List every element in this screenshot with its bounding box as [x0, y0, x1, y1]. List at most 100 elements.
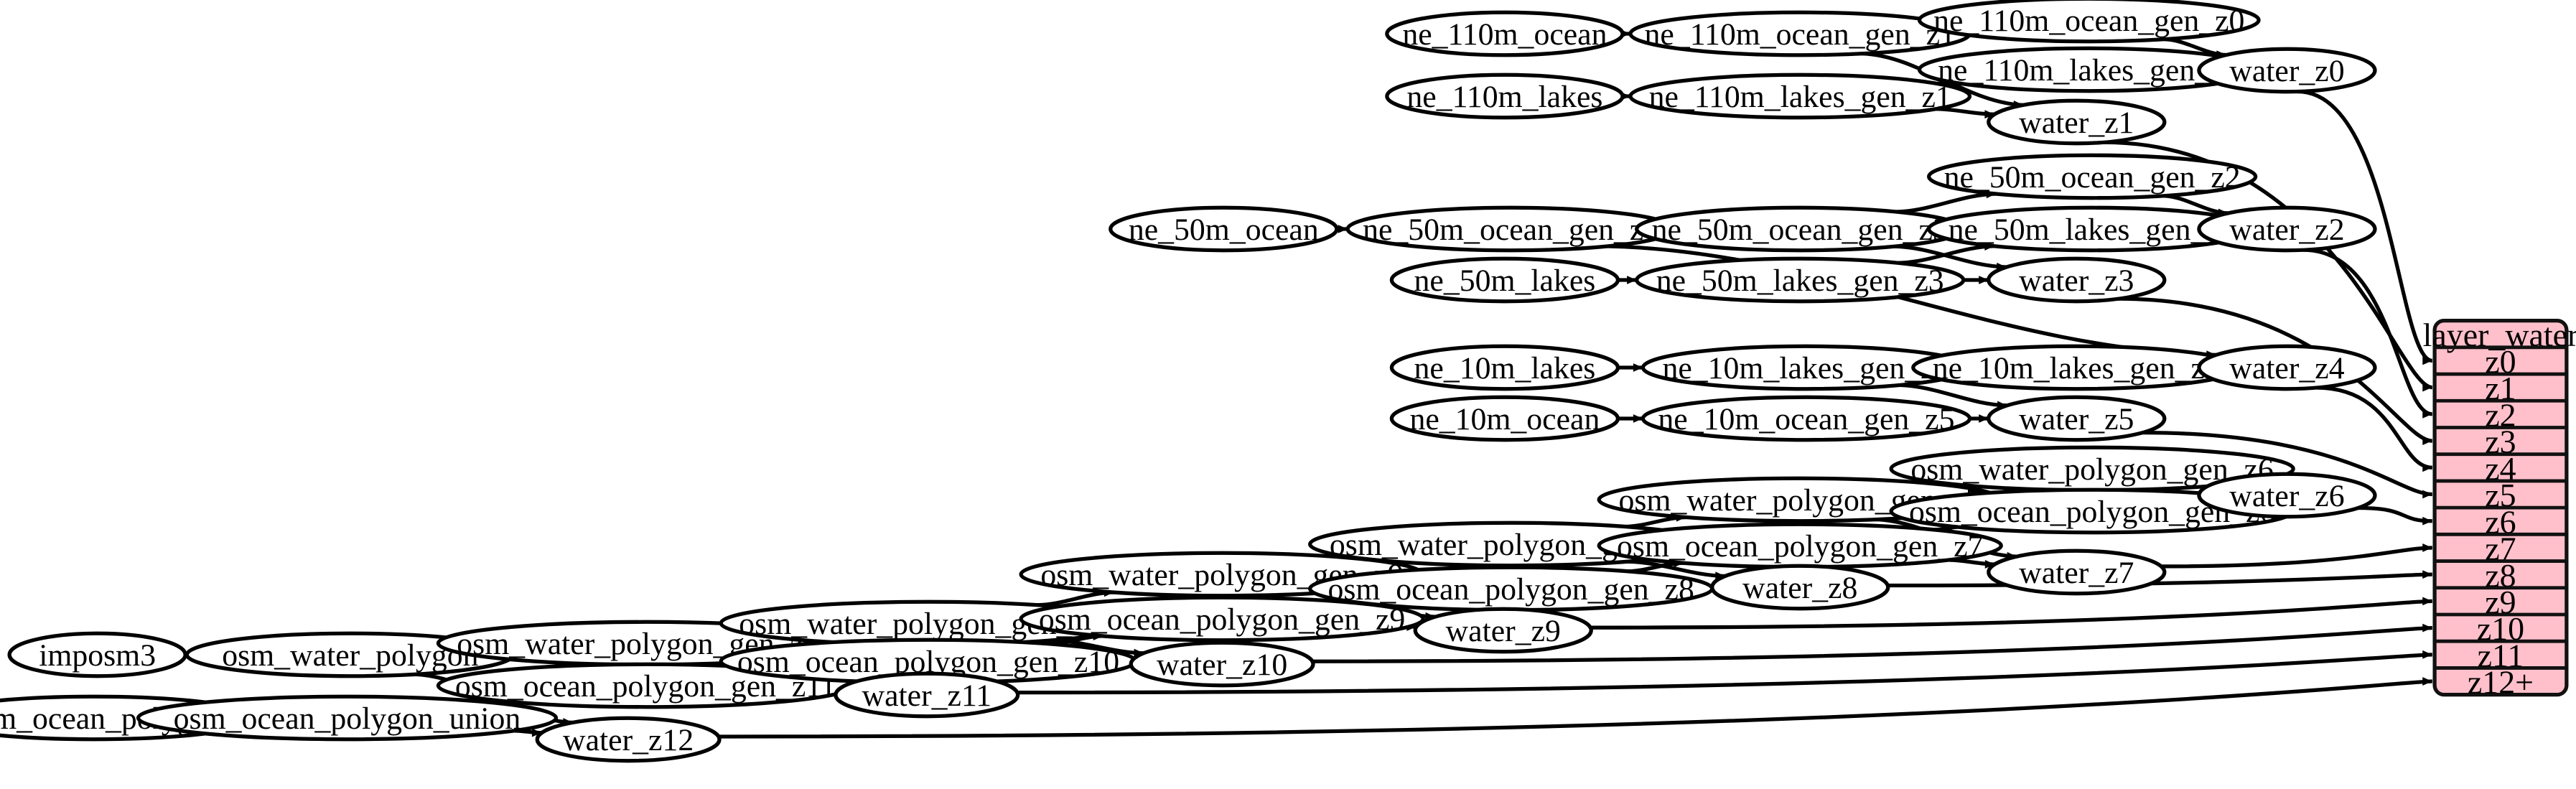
- graph-node-osm_ocean_polygon_gen_z7[interactable]: osm_ocean_polygon_gen_z7: [1597, 522, 2003, 569]
- edge-arrowhead: [1633, 363, 1643, 372]
- record-row-hit[interactable]: [2435, 668, 2567, 694]
- graph-node-ne_10m_lakes[interactable]: ne_10m_lakes: [1389, 344, 1620, 391]
- graph-edge[interactable]: [1618, 363, 1643, 372]
- graph-edge-to-layer[interactable]: [2303, 248, 2433, 419]
- graph-node-water_z5[interactable]: water_z5: [1987, 395, 2167, 442]
- graph-node-ne_50m_ocean_gen_z3[interactable]: ne_50m_ocean_gen_z3: [1635, 205, 1966, 253]
- edge-line: [2303, 248, 2433, 416]
- edge-arrowhead: [2422, 463, 2432, 472]
- record-row-hit[interactable]: [2435, 374, 2567, 401]
- node-shape: [1385, 10, 1625, 57]
- record-row-hit[interactable]: [2435, 508, 2567, 534]
- graph-node-osm_ocean_polygon_union[interactable]: osm_ocean_polygon_union: [136, 694, 559, 742]
- graph-node-water_z12[interactable]: water_z12: [535, 716, 722, 763]
- graph-edge-to-layer[interactable]: [718, 677, 2432, 739]
- edge-line: [2297, 89, 2433, 363]
- graph-node-water_z0[interactable]: water_z0: [2197, 47, 2377, 94]
- graph-edge-to-layer[interactable]: [2297, 89, 2433, 365]
- node-shape: [1389, 395, 1620, 442]
- graph-node-ne_110m_lakes_gen_z1[interactable]: ne_110m_lakes_gen_z1: [1628, 73, 1972, 120]
- graph-edge-to-layer[interactable]: [1590, 597, 2432, 630]
- graph-node-ne_50m_ocean_gen_z4[interactable]: ne_50m_ocean_gen_z4: [1345, 205, 1676, 253]
- graph-edge-to-layer[interactable]: [1017, 650, 2432, 695]
- graph-node-water_z11[interactable]: water_z11: [834, 671, 1020, 719]
- graph-node-water_z7[interactable]: water_z7: [1987, 548, 2167, 596]
- graph-node-water_z10[interactable]: water_z10: [1129, 640, 1315, 688]
- graph-edge[interactable]: [1963, 276, 1989, 284]
- edge-arrowhead: [2422, 516, 2432, 526]
- node-shape: [1389, 344, 1620, 391]
- record-row-hit[interactable]: [2435, 427, 2567, 454]
- edge-arrowhead: [2422, 409, 2432, 419]
- edge-arrowhead: [2422, 677, 2432, 686]
- graph-node-water_z4[interactable]: water_z4: [2197, 344, 2377, 391]
- edge-arrowhead: [2422, 436, 2432, 445]
- edge-line: [2316, 386, 2433, 470]
- edge-line: [1898, 244, 1994, 265]
- graph-node-osm_ocean_polygon_gen_z8[interactable]: osm_ocean_polygon_gen_z8: [1308, 565, 1714, 612]
- edge-line: [1590, 599, 2432, 630]
- graph-edge-to-layer[interactable]: [2104, 140, 2433, 392]
- edge-line: [1312, 625, 2432, 663]
- record-row-hit[interactable]: [2435, 454, 2567, 481]
- edge-line: [2161, 546, 2432, 569]
- graph-edge[interactable]: [1618, 414, 1643, 423]
- edge-line: [2142, 430, 2432, 497]
- graph-edge-to-layer[interactable]: [2316, 386, 2433, 472]
- edge-line: [1896, 192, 1997, 214]
- graph-edge[interactable]: [1618, 276, 1637, 284]
- graph-node-water_z9[interactable]: water_z9: [1413, 607, 1593, 654]
- node-shape: [1345, 205, 1676, 253]
- edge-arrowhead: [2422, 623, 2432, 632]
- record-row-hit[interactable]: [2435, 561, 2567, 588]
- edge-arrowhead: [2422, 570, 2432, 579]
- graph-node-water_z1[interactable]: water_z1: [1987, 98, 2167, 146]
- graph-node-water_z8[interactable]: water_z8: [1710, 564, 1890, 611]
- record-row-hit[interactable]: [2435, 588, 2567, 615]
- node-shape: [535, 716, 722, 763]
- graph-node-ne_110m_ocean[interactable]: ne_110m_ocean: [1385, 10, 1625, 57]
- graph-node-water_z3[interactable]: water_z3: [1987, 256, 2167, 304]
- graph-node-ne_10m_lakes_gen_z4[interactable]: ne_10m_lakes_gen_z4: [1911, 344, 2242, 391]
- record-row-hit[interactable]: [2435, 615, 2567, 641]
- node-shape: [1413, 607, 1593, 654]
- edge-arrowhead: [2422, 356, 2432, 365]
- node-shape: [1308, 565, 1714, 612]
- edge-arrowhead: [1984, 110, 1994, 119]
- node-shape: [1019, 595, 1425, 643]
- node-shape: [1987, 395, 2167, 442]
- graph-edge[interactable]: [1969, 414, 1989, 423]
- nodes-layer: imposm3osm_water_polygonosm_ocean_polygo…: [0, 0, 2377, 763]
- graph-node-ne_10m_ocean[interactable]: ne_10m_ocean: [1389, 395, 1620, 442]
- record-node-layer-water[interactable]: layer_waterz0z1z2z3z4z5z6z7z8z9z10z11z12…: [2423, 317, 2576, 701]
- graph-edge-to-layer[interactable]: [2161, 543, 2432, 569]
- node-shape: [1635, 256, 1966, 304]
- record-row-hit[interactable]: [2435, 641, 2567, 668]
- graph-node-imposm3[interactable]: imposm3: [7, 631, 187, 678]
- graph-node-ne_110m_ocean_gen_z0[interactable]: ne_110m_ocean_gen_z0: [1917, 0, 2261, 44]
- record-row-hit[interactable]: [2435, 347, 2567, 374]
- graph-node-ne_50m_lakes_gen_z3[interactable]: ne_50m_lakes_gen_z3: [1635, 256, 1966, 304]
- node-shape: [1987, 98, 2167, 146]
- edge-arrowhead: [2422, 650, 2432, 659]
- graph-node-ne_50m_lakes[interactable]: ne_50m_lakes: [1389, 256, 1620, 304]
- graph-edge[interactable]: [1949, 558, 1995, 569]
- graph-edge-to-layer[interactable]: [2358, 505, 2432, 526]
- node-shape: [1129, 640, 1315, 688]
- graph-node-water_z6[interactable]: water_z6: [2197, 472, 2377, 519]
- record-row-hit[interactable]: [2435, 481, 2567, 508]
- graph-node-ne_50m_ocean[interactable]: ne_50m_ocean: [1109, 205, 1339, 253]
- graph-edge-to-layer[interactable]: [1312, 623, 2432, 663]
- graph-edge[interactable]: [1936, 107, 1994, 119]
- record-row-hit[interactable]: [2435, 401, 2567, 427]
- graph-edge-to-layer[interactable]: [2142, 430, 2432, 499]
- edge-line: [1899, 383, 2007, 408]
- edge-arrowhead: [1984, 559, 1995, 569]
- graph-node-ne_50m_ocean_gen_z2[interactable]: ne_50m_ocean_gen_z2: [1926, 153, 2258, 200]
- graph-node-ne_10m_ocean_gen_z5[interactable]: ne_10m_ocean_gen_z5: [1641, 395, 1972, 442]
- graph-node-water_z2[interactable]: water_z2: [2197, 205, 2377, 253]
- edge-arrowhead: [2422, 383, 2432, 392]
- record-row-hit[interactable]: [2435, 534, 2567, 561]
- graph-node-ne_110m_lakes[interactable]: ne_110m_lakes: [1385, 73, 1625, 120]
